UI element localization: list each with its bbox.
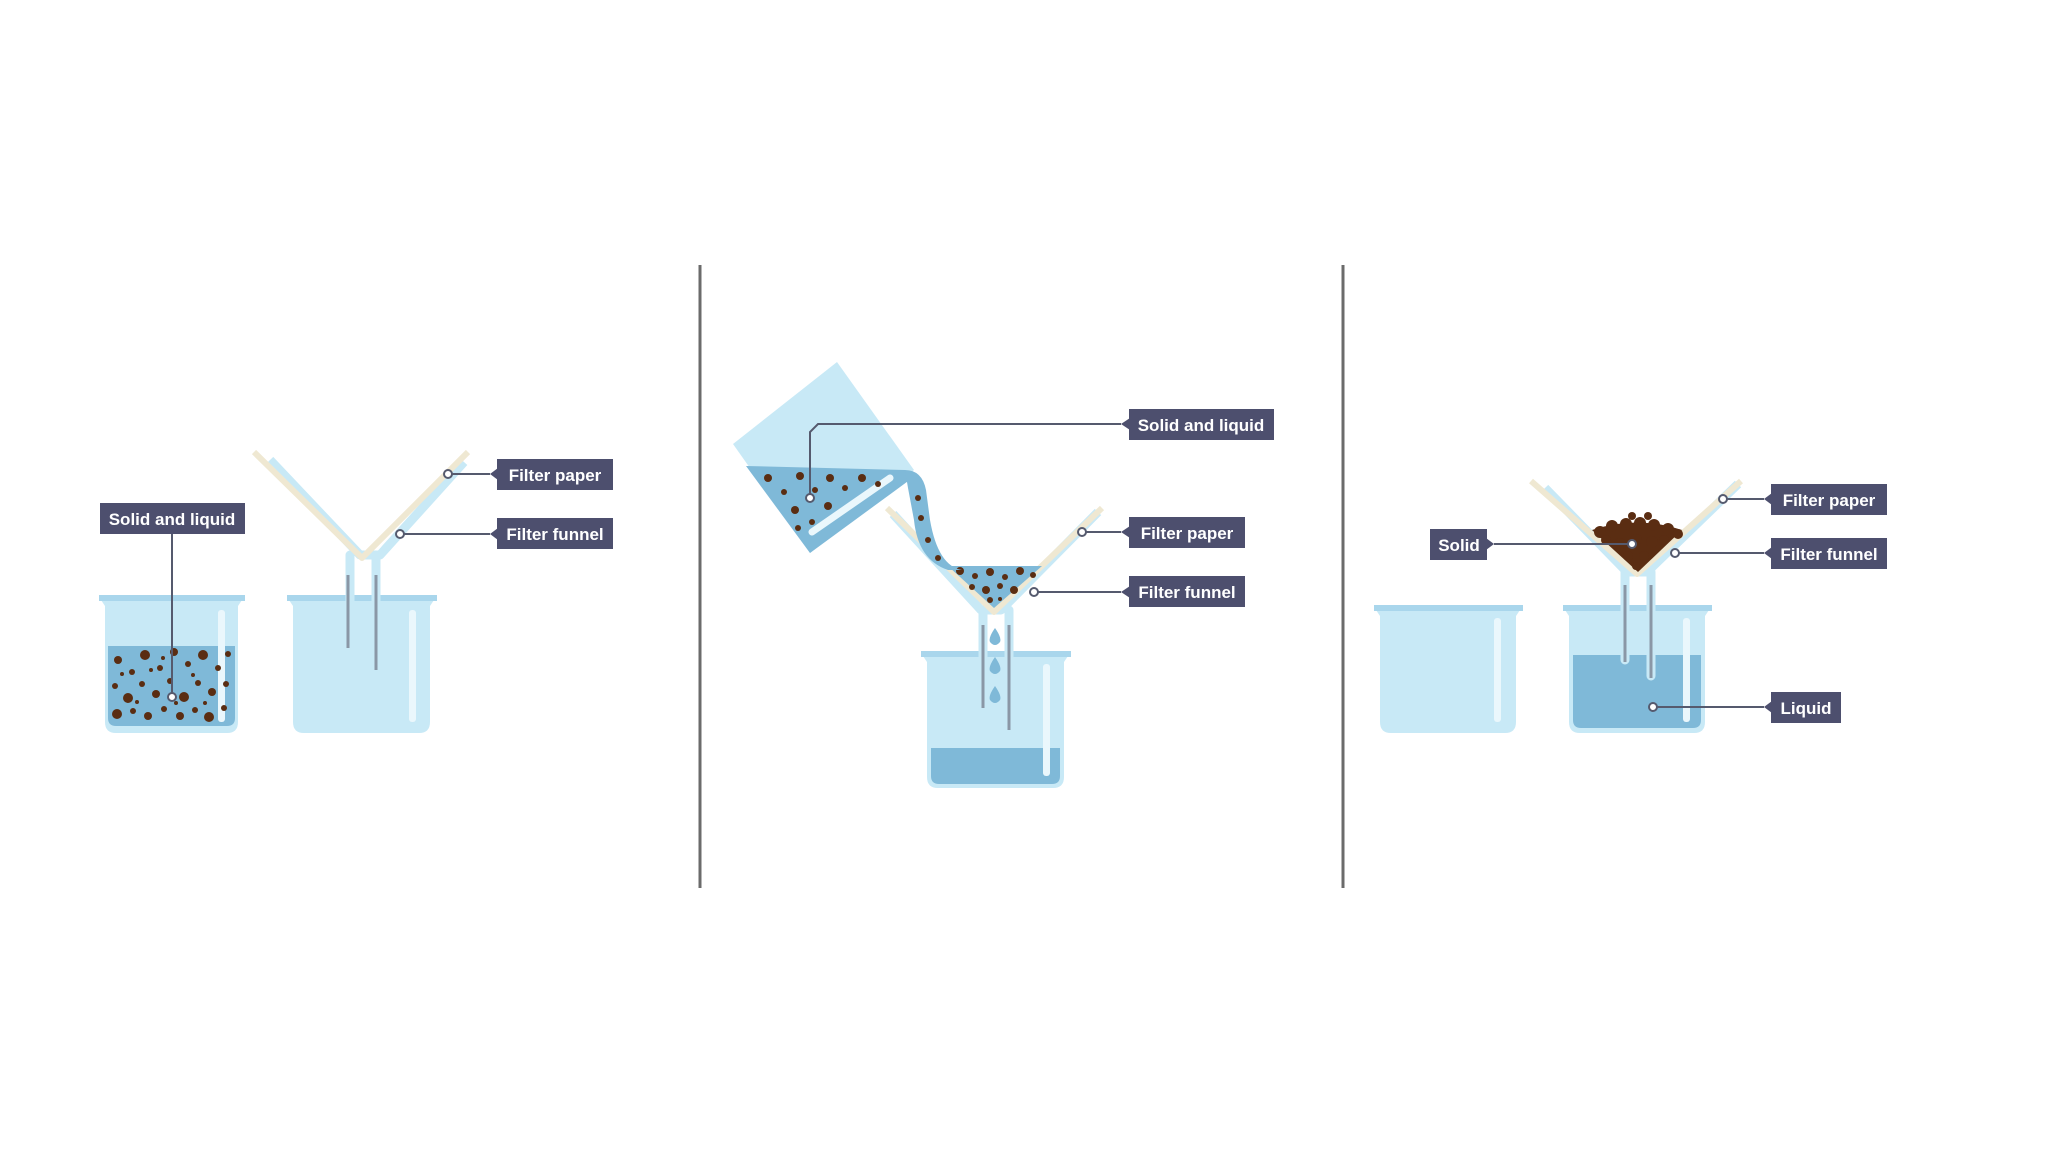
panel-before: Solid and liquid Filter paper Filter fun… <box>99 449 613 733</box>
solid-particles <box>112 648 231 722</box>
funnel-particles <box>956 567 1036 603</box>
beaker-receiving <box>921 651 1071 788</box>
label-filter-funnel: Filter funnel <box>1780 545 1877 564</box>
filter-paper <box>1529 478 1743 577</box>
liquid-filtrate <box>1573 655 1701 728</box>
filtrate-liquid <box>931 748 1060 784</box>
callout-liquid: Liquid <box>1648 692 1841 723</box>
label-solid-and-liquid: Solid and liquid <box>109 510 236 529</box>
callout-filter-funnel: Filter funnel <box>1670 538 1887 569</box>
panel-after: Solid Filter paper Filter funnel Liquid <box>1374 478 1887 733</box>
callout-filter-paper: Filter paper <box>443 459 613 490</box>
callout-filter-paper: Filter paper <box>1077 517 1245 548</box>
beaker-filtrate <box>1563 605 1712 733</box>
callout-filter-paper: Filter paper <box>1718 484 1887 515</box>
label-filter-paper: Filter paper <box>1783 491 1876 510</box>
filtrate-drops <box>989 628 1001 703</box>
label-solid-and-liquid: Solid and liquid <box>1138 416 1265 435</box>
label-filter-funnel: Filter funnel <box>1138 583 1235 602</box>
panel-during: Solid and liquid Filter paper Filter fun… <box>733 362 1274 788</box>
filter-funnel <box>266 456 468 673</box>
callout-solid: Solid <box>1430 529 1637 560</box>
pouring-particles <box>764 472 881 531</box>
mixture-in-funnel <box>948 566 1042 608</box>
label-liquid: Liquid <box>1781 699 1832 718</box>
stream-particles <box>915 495 941 561</box>
label-filter-paper: Filter paper <box>1141 524 1234 543</box>
beaker-pouring <box>733 362 915 553</box>
solid-residue <box>1592 512 1683 572</box>
callout-solid-and-liquid: Solid and liquid <box>100 503 245 702</box>
label-filter-paper: Filter paper <box>509 466 602 485</box>
callout-solid-and-liquid: Solid and liquid <box>805 409 1274 503</box>
beaker-empty <box>1374 605 1523 733</box>
label-filter-funnel: Filter funnel <box>506 525 603 544</box>
beaker-empty <box>287 595 437 733</box>
callout-filter-funnel: Filter funnel <box>395 518 613 549</box>
filter-paper <box>251 449 471 561</box>
label-solid: Solid <box>1438 536 1480 555</box>
callout-filter-funnel: Filter funnel <box>1029 576 1245 607</box>
pouring-stream <box>905 470 962 570</box>
